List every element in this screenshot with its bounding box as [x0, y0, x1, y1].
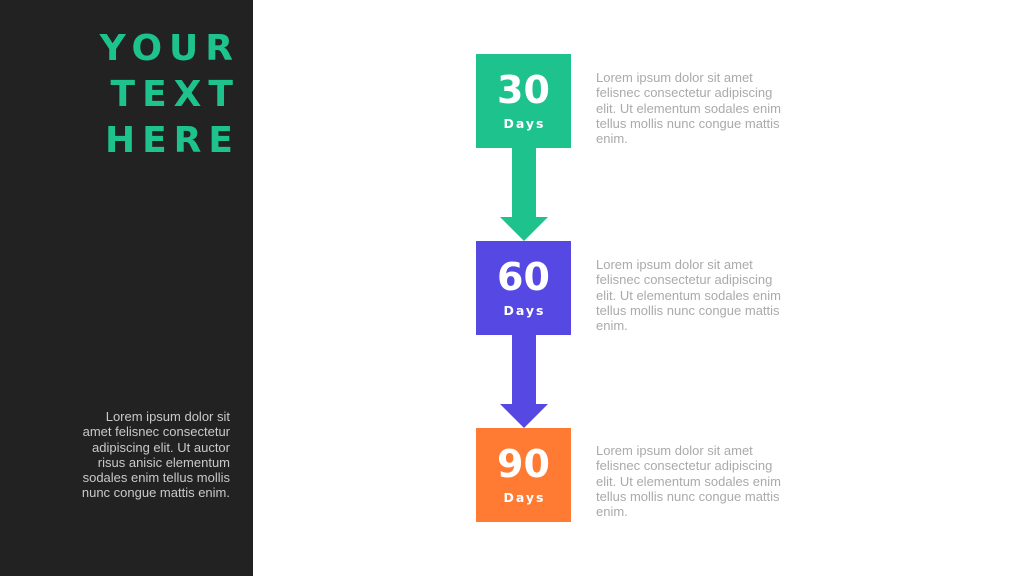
- step-box-90-days: 90 Days: [476, 428, 571, 522]
- title-line-1: YOUR: [99, 28, 240, 69]
- step-unit: Days: [503, 116, 546, 131]
- arrow-2-shape: [500, 335, 548, 428]
- title-line-2: TEXT: [110, 74, 240, 115]
- title-line-3: HERE: [104, 120, 240, 161]
- step-number: 30: [497, 68, 550, 112]
- sidebar-title: YOUR TEXT HERE: [20, 26, 240, 164]
- step-unit: Days: [503, 490, 546, 505]
- step-description-30: Lorem ipsum dolor sit amet felisnec cons…: [596, 70, 781, 147]
- step-description-90: Lorem ipsum dolor sit amet felisnec cons…: [596, 443, 781, 520]
- down-arrow-icon: [500, 335, 548, 428]
- step-box-60-days: 60 Days: [476, 241, 571, 335]
- step-unit: Days: [503, 303, 546, 318]
- step-description-60: Lorem ipsum dolor sit amet felisnec cons…: [596, 257, 781, 334]
- step-number: 90: [497, 442, 550, 486]
- step-number: 60: [497, 255, 550, 299]
- sidebar-panel: YOUR TEXT HERE Lorem ipsum dolor sit ame…: [0, 0, 253, 576]
- sidebar-body-text: Lorem ipsum dolor sit amet felisnec cons…: [81, 409, 230, 501]
- arrow-1-shape: [500, 148, 548, 241]
- step-box-30-days: 30 Days: [476, 54, 571, 148]
- down-arrow-icon: [500, 148, 548, 241]
